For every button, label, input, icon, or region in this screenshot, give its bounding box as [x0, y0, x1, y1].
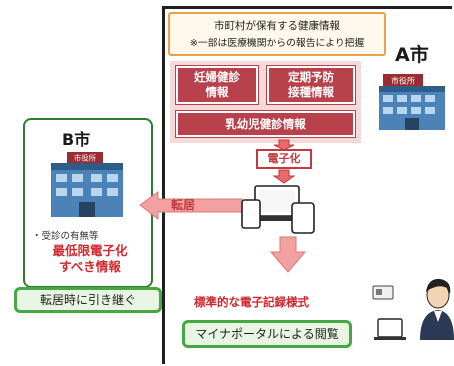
arrow-down-to-standard-icon — [269, 236, 307, 273]
infant-card-label: 乳幼児健診情報 — [225, 117, 306, 131]
standard-format-label: 標準的な電子記録様式 — [194, 295, 309, 309]
city-a-name: A市 — [395, 44, 429, 66]
devices-icon — [241, 185, 315, 234]
city-a-building-icon: 市役所 — [379, 74, 445, 130]
pregnancy-checkup-card: 妊婦健診 情報 — [176, 66, 258, 104]
handover-on-move-button[interactable]: 転居時に引き継ぐ — [14, 287, 162, 313]
health-info-note: ※一部は医療機関からの報告により把握 — [189, 38, 365, 49]
checkup-status-note: ・受診の有無等 — [32, 231, 99, 242]
minimum-digitize-line1: 最低限電子化 — [52, 243, 128, 258]
health-info-title: 市町村が保有する健康情報 — [214, 20, 340, 32]
person-icon — [420, 278, 454, 340]
pregnancy-card-line2: 情報 — [205, 85, 229, 99]
infant-checkup-card: 乳幼児健診情報 — [176, 111, 355, 137]
minimum-digitize-line2: すべき情報 — [59, 259, 121, 274]
city-b-building-sign: 市役所 — [74, 153, 97, 163]
health-info-box: 市町村が保有する健康情報 ※一部は医療機関からの報告により把握 — [168, 12, 386, 56]
mynaportal-view-button[interactable]: マイナポータルによる閲覧 — [182, 320, 352, 348]
minimum-digitize-info: 最低限電子化 すべき情報 — [32, 243, 148, 275]
vaccination-card: 定期予防 接種情報 — [267, 66, 355, 104]
city-b-name: B市 — [62, 130, 91, 149]
city-b-building-icon: 市役所 — [51, 152, 123, 217]
laptop-icon — [374, 318, 406, 340]
transfer-label: 転居 — [171, 198, 196, 212]
arrow-down-to-digitize-icon — [273, 139, 295, 151]
pregnancy-card-line1: 妊婦健診 — [194, 70, 240, 84]
city-a-building-sign: 市役所 — [391, 76, 415, 86]
vaccination-card-line2: 接種情報 — [288, 85, 334, 99]
vaccination-card-line1: 定期予防 — [288, 70, 334, 84]
my-number-card-icon — [372, 285, 394, 300]
arrow-down-to-devices-icon — [272, 169, 296, 184]
